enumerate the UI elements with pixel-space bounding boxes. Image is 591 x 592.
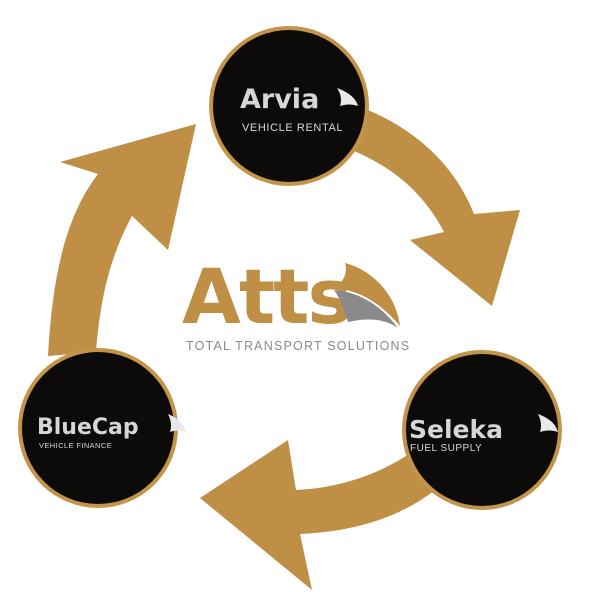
center-logo: Atts TOTAL TRANSPORT SOLUTIONS [182, 252, 410, 353]
brand-name: Seleka [409, 415, 503, 444]
node-seleka: Seleka FUEL SUPPLY [402, 350, 562, 510]
swoosh-shadow-icon [334, 290, 398, 328]
node-bluecap: BlueCap VEHICLE FINANCE [18, 348, 186, 508]
brand-tagline: VEHICLE FINANCE [39, 441, 112, 450]
arrow-arvia-to-seleka [342, 104, 520, 306]
chevron-icon [538, 414, 558, 432]
chevron-icon [337, 88, 358, 106]
brand-name: Arvia [240, 84, 319, 115]
center-logo-text: Atts [182, 252, 351, 341]
node-arvia: Arvia VEHICLE RENTAL [209, 26, 369, 186]
node-disc [22, 352, 174, 504]
brand-name: BlueCap [37, 415, 139, 440]
brand-tagline: VEHICLE RENTAL [242, 122, 343, 134]
brand-tagline: FUEL SUPPLY [410, 443, 482, 454]
arrow-bluecap-to-arvia [48, 124, 196, 356]
node-disc [213, 30, 365, 182]
center-tagline: TOTAL TRANSPORT SOLUTIONS [186, 339, 410, 353]
swoosh-icon [334, 263, 400, 326]
cycle-arrows [48, 104, 520, 590]
node-disc [406, 354, 558, 506]
chevron-icon [168, 414, 186, 432]
arrow-seleka-to-bluecap [200, 440, 440, 590]
